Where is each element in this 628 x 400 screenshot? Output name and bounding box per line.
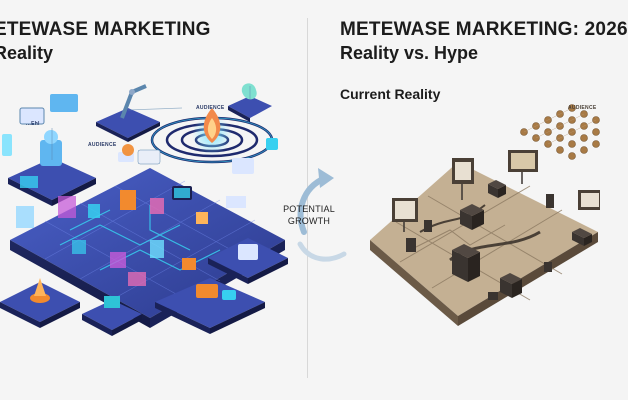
hype-isometric-illustration: [0, 83, 288, 336]
side-platform-right: [208, 238, 288, 284]
map-tile: [370, 162, 598, 326]
reality-isometric-map: [370, 104, 600, 326]
reality-audience-label: AUDIENCE: [568, 105, 597, 111]
ehl-label: ...Ehl: [26, 121, 40, 127]
holo-elements: [16, 176, 246, 286]
crystal-beacon: [192, 108, 232, 155]
floating-platform-robot: [96, 84, 160, 142]
panel-divider: [307, 18, 308, 378]
growth-label-line2: GROWTH: [287, 216, 331, 226]
growth-arrow: [297, 168, 347, 262]
growth-label-line1: POTENTIAL: [283, 204, 335, 214]
floating-platform-left: [8, 130, 96, 206]
reality-title-line2: Reality vs. Hype: [340, 43, 479, 63]
audience-label-top: AUDIENCE: [196, 105, 225, 111]
hype-panel: AUDIENCE AUDIENCE ...Ehl ETEWASE MARKETI…: [0, 0, 300, 400]
map-billboards: [392, 150, 600, 232]
hype-title-line2: Reality: [0, 43, 54, 63]
reality-panel: METEWASE MARKETING: 2026 Reality vs. Hyp…: [300, 0, 628, 400]
floating-platform-right: [228, 83, 272, 122]
hype-title-line1: ETEWASE MARKETING: [0, 19, 211, 40]
potential-growth-label: POTENTIAL GROWTH: [272, 203, 346, 227]
side-platform-bottom-right: [155, 278, 265, 334]
audience-label-mid: AUDIENCE: [88, 142, 117, 148]
side-platform-bottom-left: [0, 278, 80, 328]
current-reality-subtitle: Current Reality: [340, 86, 441, 102]
map-buildings: [406, 180, 592, 300]
floating-cards: [2, 94, 278, 174]
side-platform-bottom-mid: [82, 296, 142, 336]
reality-title-line1: METEWASE MARKETING: 2026: [340, 19, 628, 40]
